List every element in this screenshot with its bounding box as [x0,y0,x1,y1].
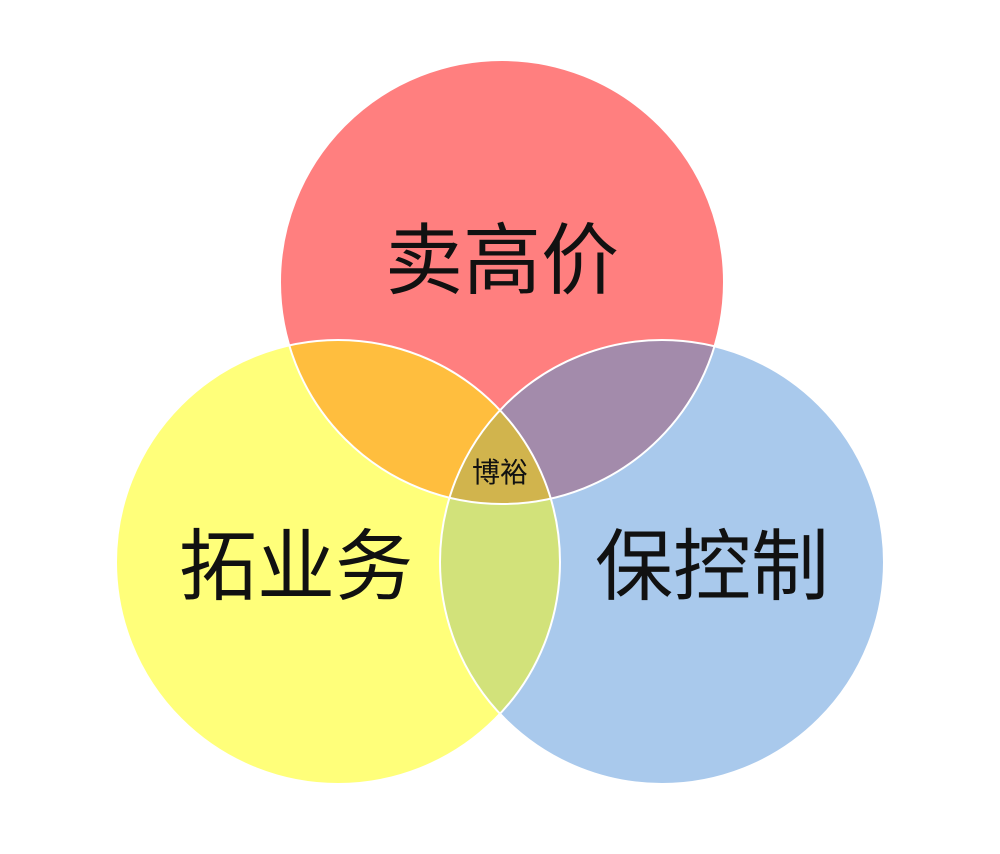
circle-outlines [115,59,885,785]
left-circle-label: 拓业务 [179,522,413,612]
top-right-overlap [440,340,724,504]
top-left-overlap [280,340,560,504]
right-circle-label: 保控制 [595,522,829,612]
top-circle-label: 卖高价 [385,216,619,306]
center-label: 博裕 [472,456,528,489]
